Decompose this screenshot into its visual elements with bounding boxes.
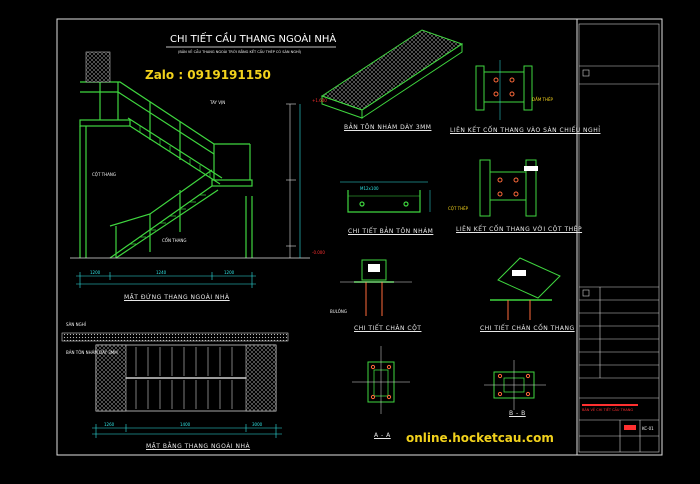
elevation-markers: [286, 103, 301, 258]
caption-side-elevation: MẶT ĐỨNG THANG NGOÀI NHÀ: [124, 294, 230, 301]
elevation-dimension-line: [76, 272, 256, 288]
drawing-subtitle: (BẢN VẼ CẦU THANG NGOÀI TRỜI BẰNG KẾT CẤ…: [178, 50, 301, 54]
stair-treads: [130, 126, 211, 245]
caption-plate-detail: CHI TIẾT BẢN TÔN NHÁM: [348, 228, 434, 235]
caption-landing-connection: LIÊN KẾT CỐN THANG VÀO SÀN CHIẾU NGHỈ: [450, 127, 601, 134]
label-plate-size: M12x100: [360, 186, 379, 191]
title-block: [578, 23, 660, 453]
section-a-a: [352, 346, 410, 414]
website-watermark: online.hocketcau.com: [406, 431, 554, 445]
label-stair-column: CỘT THANG: [92, 172, 116, 177]
dimension-label-4: 1260: [104, 422, 115, 427]
zalo-contact: Zalo : 0919191150: [145, 68, 271, 82]
drawing-title: CHI TIẾT CẦU THANG NGOÀI NHÀ: [170, 34, 337, 45]
label-plate: BẢN TÔN NHÁM DÀY 3MM: [66, 350, 118, 355]
caption-plate-3d: BẢN TÔN NHÁM DÀY 3MM: [344, 124, 432, 131]
caption-plan: MẶT BẰNG THANG NGOÀI NHÀ: [146, 443, 251, 450]
caption-column-foot: CHI TIẾT CHÂN CỘT: [354, 325, 422, 332]
dimension-label-1: 1200: [90, 270, 101, 275]
stringer-column-connection: [479, 159, 538, 217]
dimension-label-3: 1240: [156, 270, 167, 275]
section-b-b: [484, 360, 546, 410]
top-landing-grating: [85, 51, 111, 83]
label-handrail: TAY VỊN: [210, 100, 226, 105]
dimension-label-2: 1200: [224, 270, 235, 275]
column-foot-detail: [340, 259, 412, 316]
label-steel-column: CỘT THÉP: [448, 206, 469, 211]
tread-plate-section: [340, 181, 431, 213]
stringer-landing-connection: [475, 60, 533, 120]
stair-plan-view: [61, 332, 289, 438]
caption-stringer-foot: CHI TIẾT CHÂN CỐN THANG: [480, 325, 575, 332]
stair-side-elevation: [70, 81, 310, 259]
caption-section-bb: B - B: [509, 410, 526, 417]
title-block-note: BẢN VẼ CHI TIẾT CẦU THANG: [582, 408, 634, 412]
dimension-label-5: 1400: [180, 422, 191, 427]
tread-plate-3d: [320, 29, 464, 119]
sheet-border: [56, 18, 663, 456]
label-stringer: CỐN THANG: [162, 238, 187, 243]
title-block-sheet-code: KC-01: [642, 426, 654, 431]
title-block-code-box: [624, 425, 636, 430]
dimension-label-6: 3000: [252, 422, 263, 427]
title-block-note-bar: [582, 404, 638, 406]
stringer-foot-detail: [490, 257, 561, 320]
label-bolt: BULÔNG: [330, 309, 347, 314]
label-steel-beam: DẦM THÉP: [532, 97, 553, 102]
label-elevation-plus: +1.600: [312, 98, 327, 103]
label-elevation-minus: -0.000: [312, 250, 325, 255]
caption-column-connection: LIÊN KẾT CỐN THANG VỚI CỘT THÉP: [456, 226, 583, 233]
caption-section-aa: A - A: [374, 432, 391, 439]
label-landing: SÀN NGHỈ: [66, 322, 86, 327]
